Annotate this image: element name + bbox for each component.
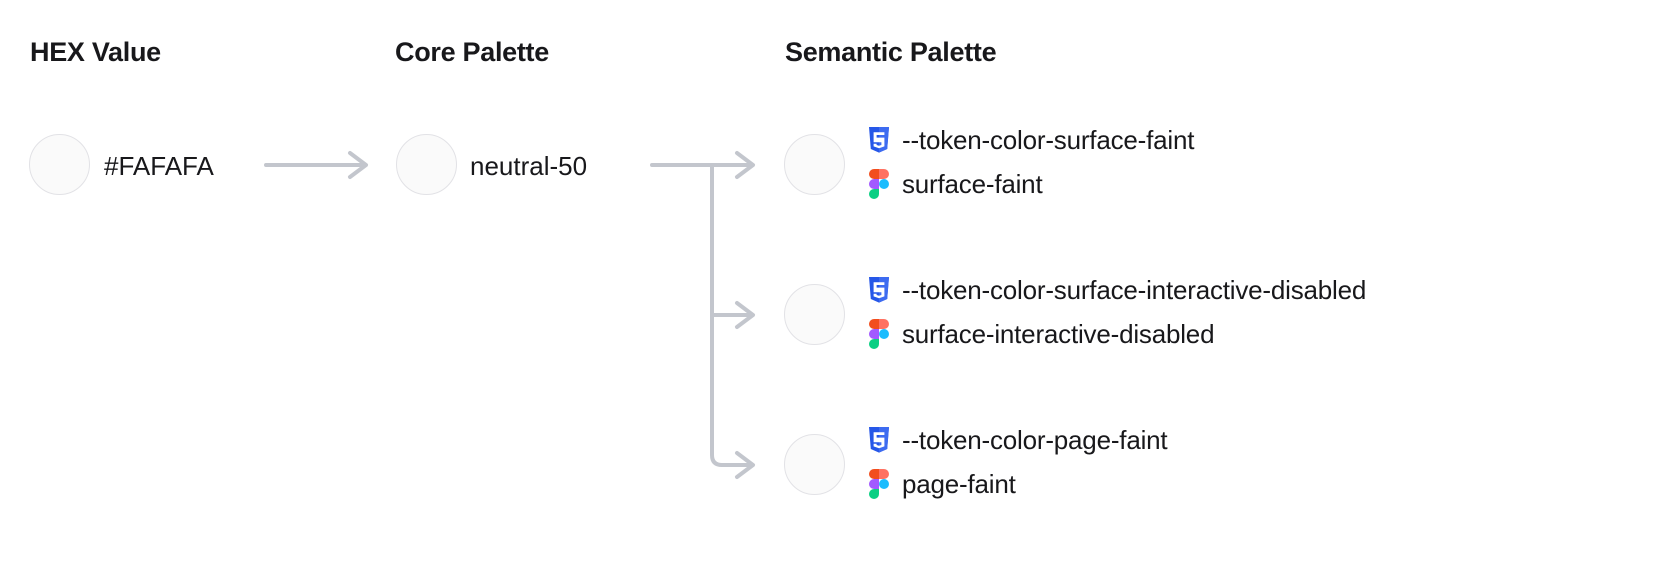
figma-icon bbox=[866, 169, 892, 199]
css-token-label: --token-color-page-faint bbox=[902, 425, 1168, 455]
figma-token-line: page-faint bbox=[866, 462, 1656, 506]
column-header-semantic-palette: Semantic Palette bbox=[785, 37, 997, 67]
figma-token-label: surface-interactive-disabled bbox=[902, 319, 1215, 349]
semantic-color-swatch-page-faint bbox=[784, 434, 845, 495]
figma-token-line: surface-faint bbox=[866, 162, 1656, 206]
semantic-token-row: --token-color-surface-faint surface-fain… bbox=[866, 118, 1656, 206]
core-value-label: neutral-50 bbox=[470, 151, 588, 181]
css-token-line: --token-color-surface-faint bbox=[866, 118, 1656, 162]
semantic-color-swatch-surface-faint bbox=[784, 134, 845, 195]
css-token-line: --token-color-page-faint bbox=[866, 418, 1656, 462]
hex-value-label: #FAFAFA bbox=[104, 151, 214, 181]
figma-token-label: surface-faint bbox=[902, 169, 1043, 199]
semantic-token-row: --token-color-page-faint page-faint bbox=[866, 418, 1656, 506]
figma-token-label: page-faint bbox=[902, 469, 1016, 499]
css3-icon bbox=[866, 125, 892, 155]
semantic-color-swatch-surface-interactive-disabled bbox=[784, 284, 845, 345]
column-header-hex-value: HEX Value bbox=[30, 37, 161, 67]
core-color-swatch bbox=[396, 134, 457, 195]
css-token-line: --token-color-surface-interactive-disabl… bbox=[866, 268, 1656, 312]
css3-icon bbox=[866, 425, 892, 455]
figma-icon bbox=[866, 469, 892, 499]
css-token-label: --token-color-surface-faint bbox=[902, 125, 1195, 155]
figma-icon bbox=[866, 319, 892, 349]
hex-color-swatch bbox=[29, 134, 90, 195]
css-token-label: --token-color-surface-interactive-disabl… bbox=[902, 275, 1367, 305]
column-header-core-palette: Core Palette bbox=[395, 37, 549, 67]
css3-icon bbox=[866, 275, 892, 305]
figma-token-line: surface-interactive-disabled bbox=[866, 312, 1656, 356]
semantic-token-row: --token-color-surface-interactive-disabl… bbox=[866, 268, 1656, 356]
